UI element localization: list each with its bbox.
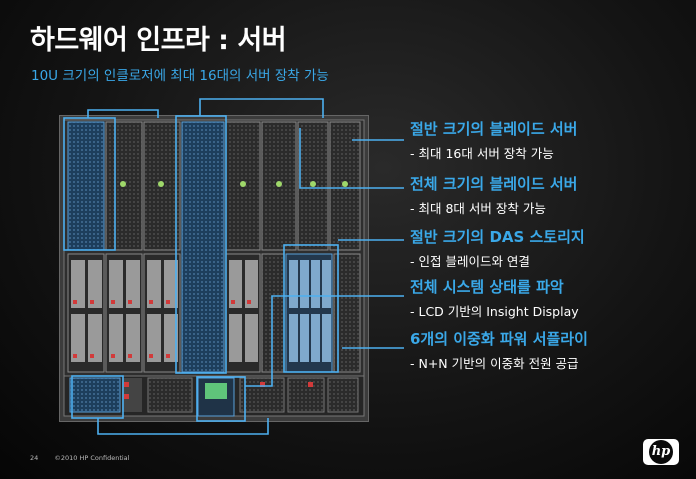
blade-enclosure-photo [59,115,369,422]
slide-subtitle: 10U 크기의 인클로저에 최대 16대의 서버 장착 가능 [31,68,329,84]
upper-blade-row [67,121,361,373]
annotation-heading: 절반 크기의 DAS 스토리지 [410,228,585,246]
annotation-heading: 6개의 이중화 파워 서플라이 [410,330,588,348]
callout-line-4 [245,295,404,387]
annotation-detail: - 인접 블레이드와 연결 [410,254,530,269]
annotation-detail: - 최대 8대 서버 장착 가능 [410,201,546,216]
power-supply-strip [63,375,365,417]
lower-blade-row [67,253,361,373]
slide-title: 하드웨어 인프라 : 서버 [30,25,287,56]
footer: 24 ©2010 HP Confidential [30,454,143,462]
lcd-display-highlight [196,376,246,422]
annotation-detail: - LCD 기반의 Insight Display [410,304,579,319]
copyright-text: ©2010 HP Confidential [54,454,130,462]
annotation-heading: 전체 시스템 상태를 파악 [410,278,564,296]
annotation-half-blade: 절반 크기의 블레이드 서버 - 최대 16대 서버 장착 가능 [410,118,577,162]
half-blade-bracket [87,109,159,118]
annotation-heading: 절반 크기의 블레이드 서버 [410,120,578,138]
annotation-detail: - 최대 16대 서버 장착 가능 [410,146,554,161]
das-storage-highlight [283,244,339,373]
power-supply-highlight [71,375,124,419]
annotation-power-supply: 6개의 이중화 파워 서플라이 - N+N 기반의 이중화 전원 공급 [410,328,588,372]
annotation-detail: - N+N 기반의 이중화 전원 공급 [410,356,579,371]
annotation-system-status: 전체 시스템 상태를 파악 - LCD 기반의 Insight Display [410,276,579,320]
annotation-full-blade: 전체 크기의 블레이드 서버 - 최대 8대 서버 장착 가능 [410,173,577,217]
hp-logo-mark: hp [649,440,673,464]
annotation-heading: 전체 크기의 블레이드 서버 [410,175,578,193]
annotation-das-storage: 절반 크기의 DAS 스토리지 - 인접 블레이드와 연결 [410,226,585,270]
hp-logo: hp [643,439,679,465]
callout-line-2 [299,128,404,189]
power-bracket [97,418,269,435]
blade-enclosure-illustration [60,116,368,421]
half-blade-highlight [63,117,116,251]
page-number: 24 [30,454,39,462]
full-blade-bracket [199,98,324,118]
full-blade-highlight [175,115,227,374]
